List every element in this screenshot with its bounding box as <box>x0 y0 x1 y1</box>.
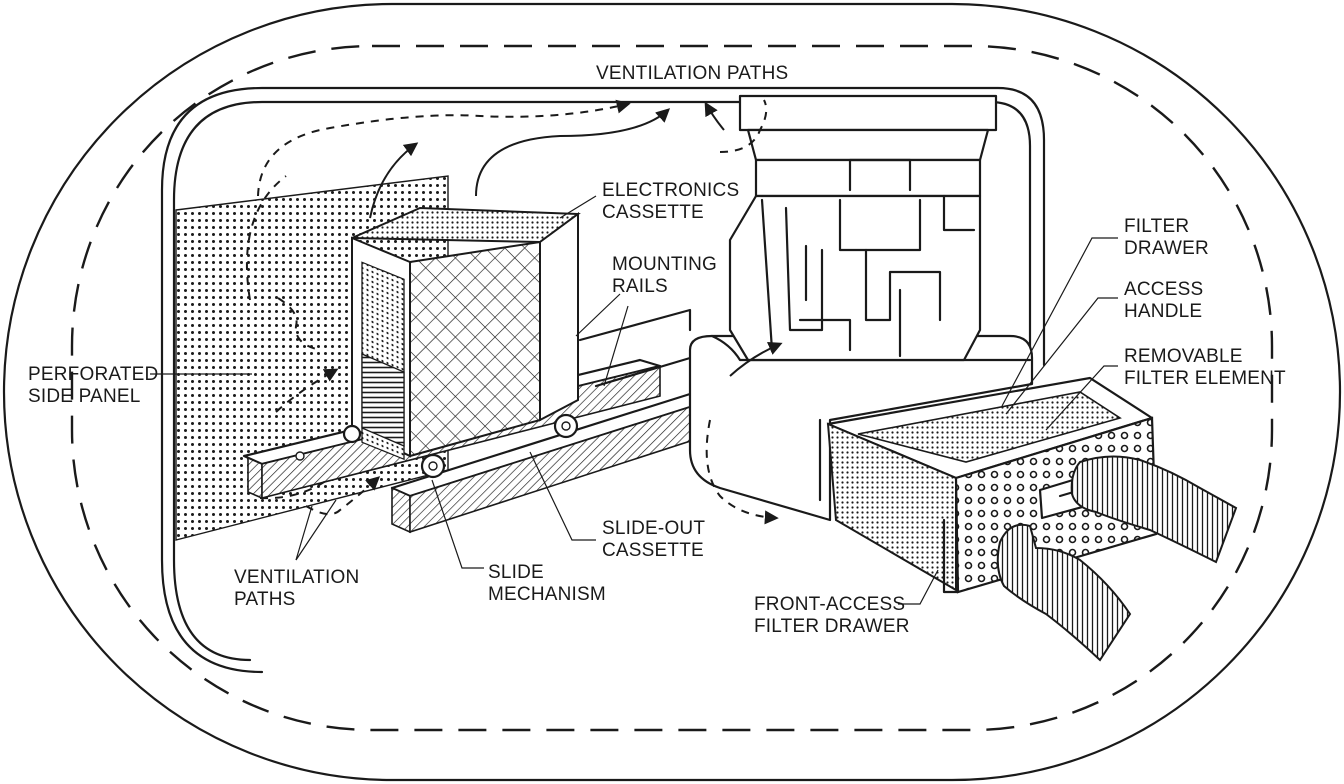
electronics-cassette <box>342 206 581 479</box>
ventilation-flow-arrows <box>246 99 783 525</box>
room-enclosure <box>160 86 1046 674</box>
leader-lines <box>150 195 1118 605</box>
hands-illustration <box>996 455 1238 662</box>
label-slide-out-cassette: SLIDE-OUT CASSETTE <box>602 518 710 561</box>
label-removable-filter-element: REMOVABLE FILTER ELEMENT <box>1124 346 1286 389</box>
filter-housing <box>688 334 1034 522</box>
labels: VENTILATION PATHS ELECTRONICS CASSETTE M… <box>28 63 1286 637</box>
air-handler-column <box>728 94 998 362</box>
label-electronics-cassette: ELECTRONICS CASSETTE <box>602 180 745 223</box>
label-mounting-rails: MOUNTING RAILS <box>612 254 723 297</box>
label-filter-drawer: FILTER DRAWER <box>1124 216 1209 259</box>
label-access-handle: ACCESS HANDLE <box>1124 279 1209 322</box>
label-perforated-side-panel: PERFORATED SIDE PANEL <box>28 364 164 407</box>
label-front-access-filter-drawer: FRONT-ACCESS FILTER DRAWER <box>754 594 911 637</box>
label-ventilation-paths-top: VENTILATION PATHS <box>596 63 788 84</box>
label-ventilation-paths-bottom: VENTILATION PATHS <box>234 567 365 610</box>
label-slide-mechanism: SLIDE MECHANISM <box>488 562 606 605</box>
